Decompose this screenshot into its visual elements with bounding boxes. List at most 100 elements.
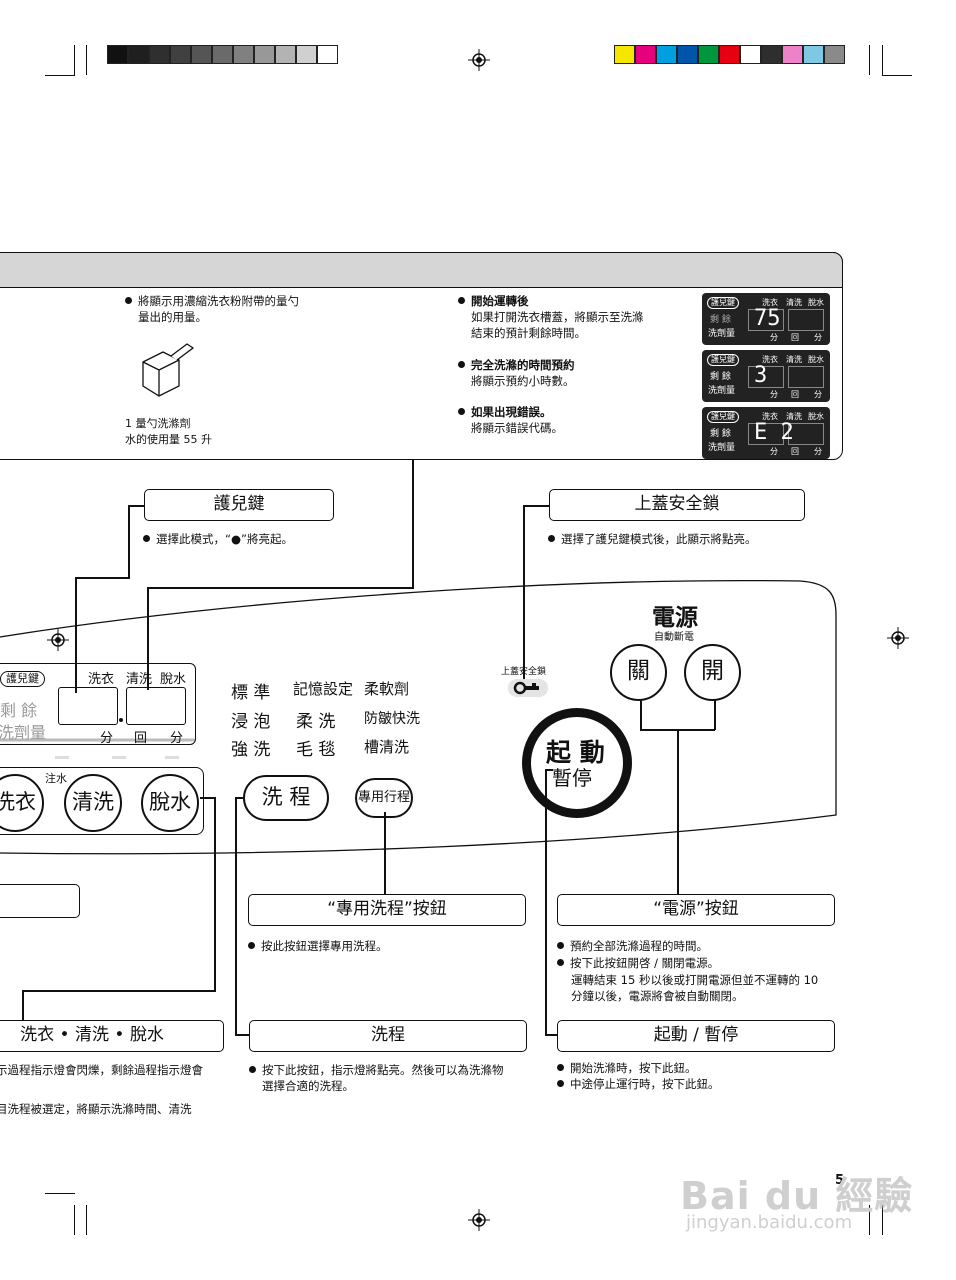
color-swatch — [656, 45, 677, 64]
color-swatch — [170, 45, 191, 64]
header-spin: 脫水 — [808, 298, 824, 307]
digit-window — [748, 366, 784, 388]
display-note-title: 如果出現錯誤。 — [458, 404, 552, 420]
leader-line — [714, 700, 716, 730]
digit-window — [748, 309, 784, 331]
leader-line — [384, 812, 386, 895]
color-swatch — [635, 45, 656, 64]
color-swatch — [233, 45, 254, 64]
leader-line — [412, 460, 414, 588]
gray-calibration-bar — [107, 45, 338, 64]
course-tub-clean: 槽清洗 — [364, 738, 410, 756]
control-panel-outline — [0, 579, 837, 855]
rinse-button[interactable]: 清洗 — [64, 774, 122, 832]
crop-mark — [869, 1205, 870, 1235]
leader-line — [75, 577, 77, 693]
course-soak: 浸 泡 — [231, 712, 271, 732]
panel-header-spin: 脫水 — [160, 672, 187, 687]
crop-mark — [74, 1205, 75, 1235]
course-blanket: 毛 毯 — [296, 740, 336, 760]
registration-mark-icon — [468, 49, 490, 71]
course-heavy: 強 洗 — [231, 740, 271, 760]
panel-child-lock-tag: 護兒鍵 — [0, 671, 45, 687]
leader-line — [200, 797, 215, 799]
color-swatch — [296, 45, 317, 64]
lid-lock-desc: 選擇了護兒鍵模式後，此顯示將點亮。 — [548, 531, 757, 547]
child-lock-desc: 選擇此模式，“●”將亮起。 — [143, 531, 293, 547]
header-rinse: 清洗 — [786, 355, 802, 364]
crop-mark — [86, 1205, 87, 1235]
crop-mark — [882, 1205, 883, 1235]
indicator-light — [55, 756, 69, 759]
registration-mark-icon — [468, 1209, 490, 1231]
panel-header-wash: 洗衣 — [88, 672, 115, 687]
spin-button[interactable]: 脫水 — [141, 774, 199, 832]
display-note-body: 如果打開洗衣槽蓋，將顯示至洗滌 — [471, 310, 644, 324]
crop-mark — [45, 75, 75, 76]
course-softener: 柔軟劑 — [364, 680, 410, 698]
measuring-scoop-icon — [142, 343, 195, 397]
leader-line — [22, 990, 216, 992]
unit-times: 回 — [791, 390, 799, 399]
color-swatch — [761, 45, 782, 64]
digit-value: 3 — [754, 363, 768, 388]
digit-window — [748, 423, 784, 445]
power-desc: 預約全部洗滌過程的時間。 — [557, 938, 708, 954]
special-course-label: “專用洗程”按鈕 — [248, 894, 529, 929]
leader-line — [677, 729, 679, 894]
power-on-button[interactable]: 開 — [684, 644, 741, 701]
color-swatch — [614, 45, 635, 64]
remain-label: 剩 餘 — [710, 315, 731, 325]
unit-times: 回 — [791, 333, 799, 342]
color-swatch — [824, 45, 845, 64]
scoop-caption: 1 量勺洗滌劑 — [125, 417, 191, 430]
wash-rinse-spin-desc: 示過程指示燈會閃爍，剩餘過程指示燈會 — [0, 1063, 203, 1077]
panel-detergent-label: 洗劑量 — [0, 723, 47, 742]
digit-value: 75 — [754, 306, 781, 331]
crop-mark — [882, 75, 912, 76]
leader-line — [214, 797, 216, 991]
header-spin: 脫水 — [808, 412, 824, 421]
display-info-header — [0, 252, 843, 288]
color-swatch — [317, 45, 338, 64]
detergent-label: 洗劑量 — [708, 386, 736, 396]
color-swatch — [698, 45, 719, 64]
start-pause-button[interactable] — [522, 708, 632, 818]
child-lock-tag: 護兒鍵 — [707, 411, 739, 423]
header-wash: 洗衣 — [762, 298, 778, 307]
wash-rinse-spin-desc: 。 — [0, 1118, 8, 1134]
unit-min: 分 — [770, 333, 778, 342]
color-swatch — [254, 45, 275, 64]
child-lock-tag: 護兒鍵 — [707, 297, 739, 309]
partial-label-box — [0, 884, 80, 918]
page-number: 5 — [835, 1173, 845, 1188]
indicator-light — [165, 756, 179, 759]
color-swatch — [740, 45, 761, 64]
leader-line — [235, 797, 243, 799]
crop-mark — [86, 45, 87, 75]
course-button[interactable]: 洗 程 — [243, 775, 329, 821]
process-color-bar — [614, 45, 845, 64]
power-desc: 按下此按鈕開啓 / 關閉電源。 — [557, 955, 719, 971]
leader-line — [128, 505, 144, 507]
crop-mark — [882, 45, 883, 75]
child-lock-label: 護兒鍵 — [144, 489, 337, 524]
start-label: 起 動 — [546, 738, 605, 767]
color-swatch — [719, 45, 740, 64]
wash-rinse-spin-label: 洗衣 • 清洗 • 脫水 — [0, 1020, 227, 1055]
leader-line — [640, 700, 642, 730]
power-title: 電源 — [652, 605, 698, 631]
course-standard: 標 準 — [231, 683, 271, 703]
digit-value: E 2 — [754, 420, 794, 445]
unit-min: 分 — [814, 390, 822, 399]
leader-line — [147, 587, 149, 690]
panel-header-rinse: 清洗 — [126, 672, 153, 687]
panel-unit-min: 分 — [100, 731, 114, 746]
leader-line — [75, 577, 130, 579]
power-desc-detail: 分鐘以後，電源將會被自動關閉。 — [571, 989, 744, 1003]
indicator-light — [112, 756, 126, 759]
power-off-button[interactable]: 關 — [610, 644, 667, 701]
